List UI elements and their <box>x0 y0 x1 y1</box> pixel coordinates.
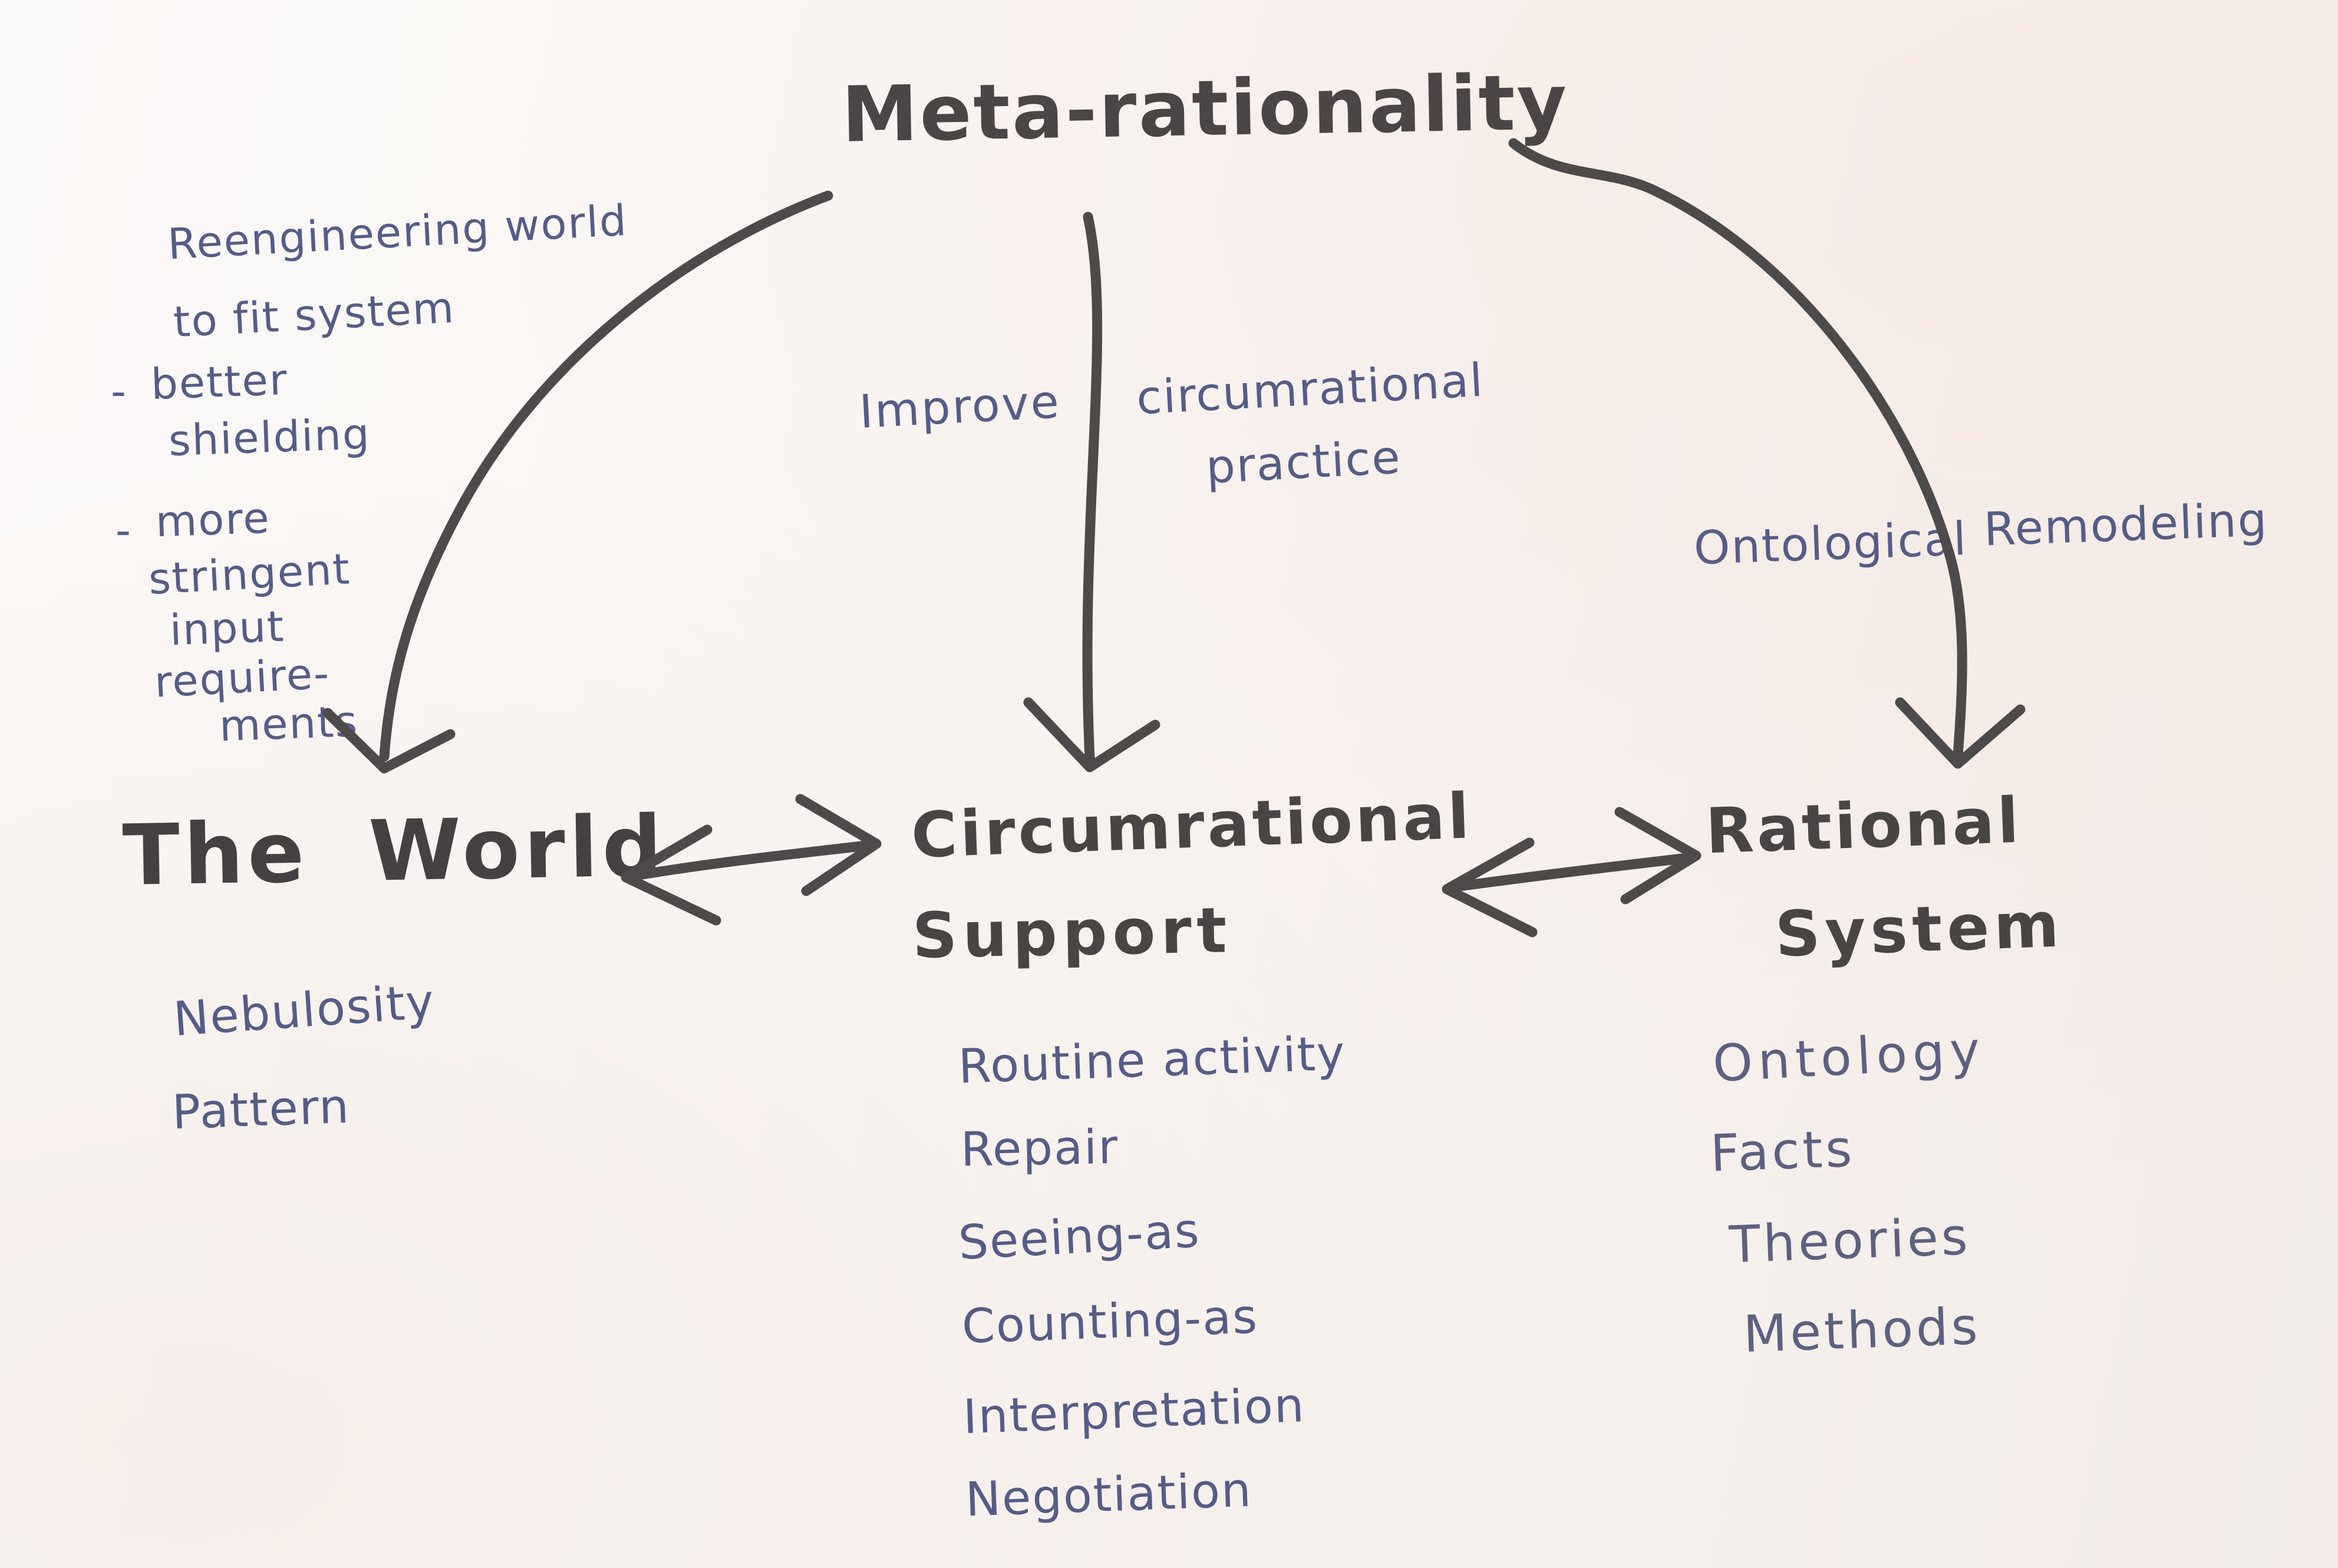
list-item-pattern: Pattern <box>171 1078 351 1140</box>
node-title-rational: Rational <box>1704 784 2023 868</box>
list-item-repair: Repair <box>960 1119 1119 1177</box>
diagram-title: Meta-rationality <box>840 57 1569 160</box>
list-item-facts: Facts <box>1709 1119 1856 1184</box>
node-title-support: Support <box>911 894 1233 972</box>
bullet-input: input <box>169 601 286 655</box>
bullet-dash: - <box>116 506 132 555</box>
support-rational-left-arrowhead-icon <box>1442 837 1538 938</box>
list-item-ontology: Ontology <box>1711 1020 1987 1094</box>
list-item-routine-activity: Routine activity <box>957 1025 1347 1094</box>
list-item-negotiation: Negotiation <box>964 1462 1254 1527</box>
list-item-nebulosity: Nebulosity <box>172 973 437 1047</box>
node-title-system: System <box>1774 888 2065 971</box>
edge-label-improve: Improve <box>858 375 1062 439</box>
bullet-shielding: shielding <box>167 409 371 466</box>
edge-label-ontological: Ontological <box>1693 512 1968 576</box>
arrow-meta-to-rational <box>1508 138 2026 769</box>
arrow-support-rational <box>1442 807 1701 938</box>
bullet-stringent: stringent <box>147 544 352 604</box>
meta-to-support-arrow-shaft <box>1082 212 1103 763</box>
bullet-ments: ments <box>218 696 360 751</box>
bullet-better: better <box>150 354 289 410</box>
edge-label-reengineering-line2: to fit system <box>172 282 456 347</box>
bullet-more: more <box>154 493 271 547</box>
node-title-circumrational: Circumrational <box>910 780 1473 872</box>
list-item-counting-as: Counting-as <box>961 1289 1259 1354</box>
edge-label-reengineering-line1: Reengineering world <box>166 195 629 269</box>
meta-to-support-arrowhead-icon <box>1023 697 1160 773</box>
meta-to-rational-arrowhead-icon <box>1895 697 2026 769</box>
list-item-theories: Theories <box>1728 1207 1972 1275</box>
list-item-methods: Methods <box>1742 1297 1981 1364</box>
edge-label-circumrational: circumrational <box>1135 354 1485 425</box>
world-support-right-arrowhead-icon <box>795 794 882 896</box>
bullet-dash: - <box>111 367 127 416</box>
list-item-seeing-as: Seeing-as <box>957 1203 1202 1270</box>
list-item-interpretation: Interpretation <box>962 1377 1306 1445</box>
arrow-meta-to-support <box>1023 212 1160 773</box>
arrow-meta-to-world <box>322 190 833 774</box>
meta-to-world-arrow-shaft <box>379 190 833 762</box>
world-support-arrow-shaft <box>626 840 876 882</box>
meta-to-rational-arrow-shaft <box>1508 138 1967 761</box>
edge-label-remodeling: Remodeling <box>1983 493 2269 557</box>
support-rational-arrow-shaft <box>1446 852 1698 893</box>
support-rational-right-arrowhead-icon <box>1614 807 1701 905</box>
edge-label-practice: practice <box>1204 431 1403 494</box>
node-title-the-world: The World <box>121 797 667 905</box>
